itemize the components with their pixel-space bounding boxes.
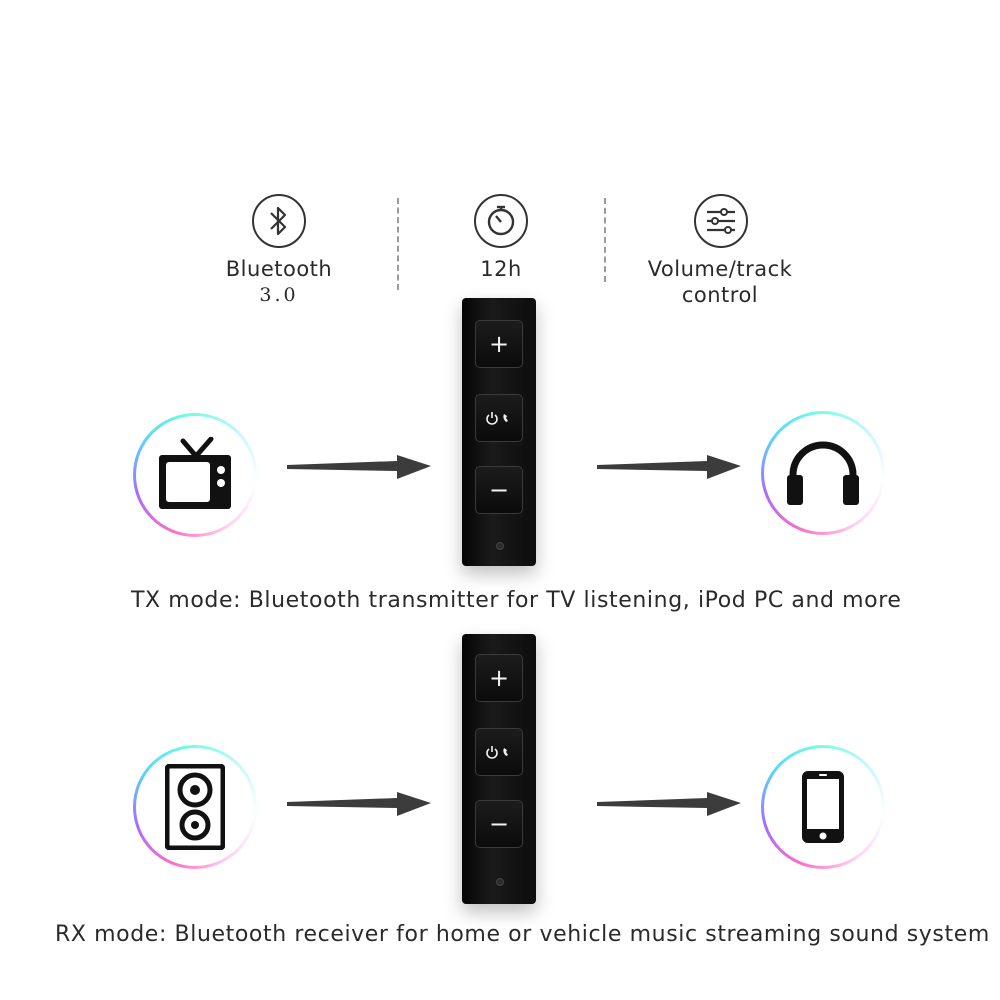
power-call-icon <box>486 746 508 759</box>
feature-battery: 12h <box>381 256 621 282</box>
minus-label: − <box>488 810 510 838</box>
plus-label: + <box>488 330 510 358</box>
status-led <box>496 542 504 550</box>
power-call-button[interactable] <box>475 728 523 776</box>
rx-caption: RX mode: Bluetooth receiver for home or … <box>55 922 990 947</box>
speaker-icon <box>165 764 225 850</box>
divider <box>604 198 606 282</box>
feature-label: Volume/track <box>647 257 793 281</box>
volume-up-button[interactable]: + <box>475 320 523 368</box>
tx-device: + − <box>462 298 536 566</box>
plus-label: + <box>488 664 510 692</box>
feature-sublabel: control <box>681 283 759 307</box>
arrow-right <box>597 455 741 479</box>
status-led <box>496 878 504 886</box>
feature-sublabel: 3.0 <box>259 284 299 306</box>
volume-up-button[interactable]: + <box>475 654 523 702</box>
timer-icon <box>474 194 528 248</box>
arrow-right <box>597 792 741 816</box>
tx-caption: TX mode: Bluetooth transmitter for TV li… <box>131 588 902 613</box>
power-call-icon <box>486 412 508 425</box>
feature-bluetooth: Bluetooth 3.0 <box>159 256 399 308</box>
phone-sink <box>761 745 885 869</box>
feature-label: 12h <box>480 257 522 281</box>
feature-volume: Volume/track control <box>600 256 840 308</box>
arrow-right <box>287 792 431 816</box>
feature-label: Bluetooth <box>225 257 333 281</box>
power-call-button[interactable] <box>475 394 523 442</box>
phone-icon <box>802 771 844 843</box>
tv-icon <box>159 437 231 509</box>
arrow-right <box>287 455 431 479</box>
volume-down-button[interactable]: − <box>475 800 523 848</box>
bluetooth-icon <box>252 194 306 248</box>
divider <box>397 198 399 290</box>
rx-device: + − <box>462 634 536 904</box>
sliders-icon <box>694 194 748 248</box>
volume-down-button[interactable]: − <box>475 466 523 514</box>
tv-source <box>133 413 257 537</box>
minus-label: − <box>488 476 510 504</box>
headphones-icon <box>787 441 859 505</box>
speaker-source <box>133 745 257 869</box>
headphones-sink <box>761 411 885 535</box>
